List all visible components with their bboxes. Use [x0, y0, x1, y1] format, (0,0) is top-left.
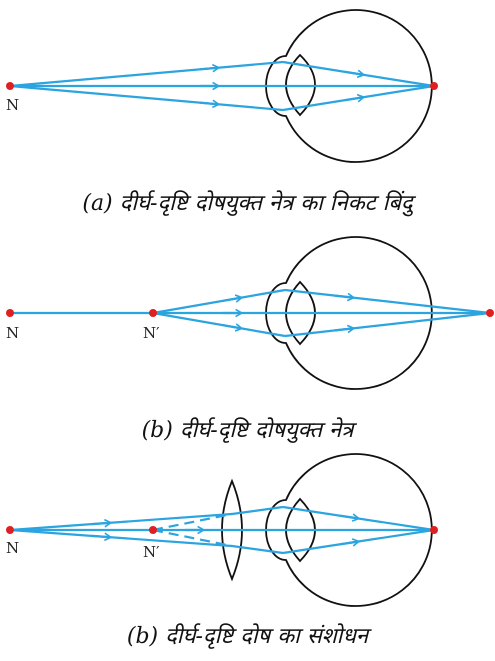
ray-top-inside — [284, 288, 491, 315]
ray-top-inside — [282, 505, 435, 532]
retina-image-point — [430, 526, 438, 534]
ray-top-refracted — [231, 505, 284, 516]
arrow — [199, 63, 221, 73]
panel-a: N — [6, 9, 438, 163]
eye-lens — [285, 53, 316, 117]
arrow — [339, 538, 361, 547]
ray-top — [152, 288, 286, 315]
arrow — [91, 518, 113, 528]
rays-a — [9, 60, 435, 112]
retina-image-point — [430, 82, 438, 90]
ray-top-incident — [9, 512, 233, 532]
arrow — [344, 69, 366, 79]
label-n-prime: N′ — [143, 543, 160, 561]
ray-bottom-virtual — [152, 528, 233, 548]
arrow — [334, 324, 356, 334]
label-n-prime: N′ — [143, 324, 160, 342]
rays-c — [9, 505, 435, 555]
ray-bottom — [9, 84, 284, 112]
arrow — [199, 99, 221, 109]
eye-lens — [285, 497, 316, 563]
ray-bottom-inside — [282, 528, 435, 555]
eye-a — [265, 9, 433, 163]
point-n-prime — [149, 309, 157, 317]
ray-top — [9, 60, 284, 88]
point-n — [6, 309, 14, 317]
arrow — [91, 532, 113, 542]
eye-b — [265, 236, 433, 390]
eyeball-outline — [265, 236, 433, 390]
panel-b: N N′ — [6, 236, 494, 390]
arrow — [339, 513, 361, 522]
ray-top-virtual — [152, 512, 233, 532]
label-n: N — [6, 96, 19, 114]
eye-c — [265, 453, 433, 607]
caption-a: (a) दीर्घ-दृष्टि दोषयुक्त नेत्र का निकट … — [82, 191, 413, 216]
eyeball-outline — [265, 453, 433, 607]
arrow — [344, 93, 366, 103]
caption-c: (b) दीर्घ-दृष्टि दोष का संशोधन — [126, 624, 369, 649]
rays-b — [10, 288, 491, 338]
ray-bottom-refracted — [231, 544, 284, 555]
corrective-convex-lens — [221, 478, 243, 582]
ray-bottom-incident — [9, 528, 233, 548]
image-point-behind-retina — [486, 309, 494, 317]
eyeball-outline — [265, 9, 433, 163]
ray-bottom — [152, 311, 286, 338]
ray-bottom-inside — [284, 311, 491, 338]
arrow — [222, 323, 244, 332]
arrow — [222, 294, 244, 303]
point-n-prime — [149, 526, 157, 534]
arrow — [334, 292, 356, 302]
point-n — [6, 526, 14, 534]
label-n: N — [6, 324, 19, 342]
panel-c: N N′ — [6, 453, 438, 607]
label-n: N — [6, 539, 19, 557]
near-point-n — [6, 82, 14, 90]
eye-lens — [285, 280, 316, 346]
caption-b: (b) दीर्घ-दृष्टि दोषयुक्त नेत्र — [141, 418, 354, 443]
